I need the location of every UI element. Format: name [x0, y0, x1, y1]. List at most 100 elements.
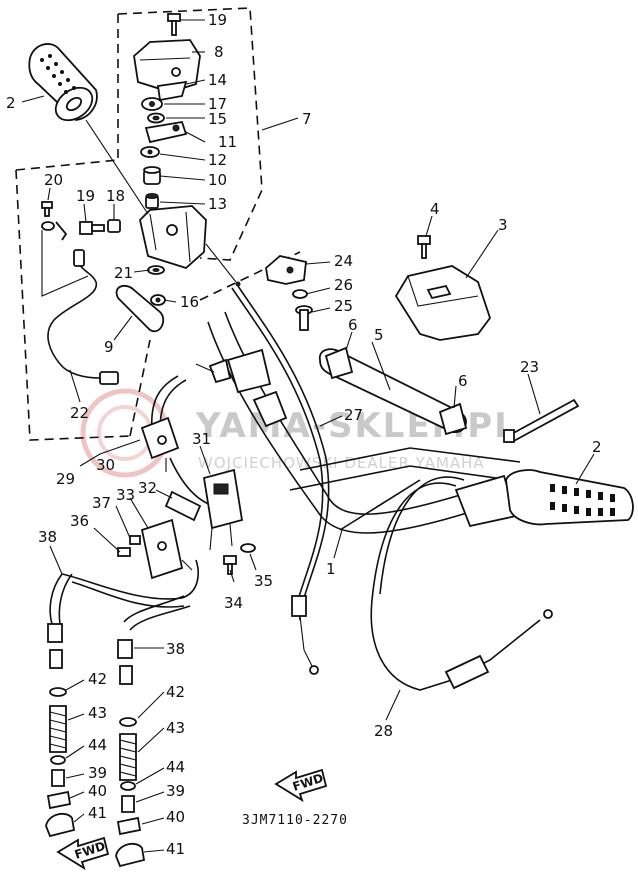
callout-14: 14 [208, 71, 227, 89]
callout-19-top: 19 [208, 11, 227, 29]
callout-44-right: 44 [166, 758, 185, 776]
stack-left [45, 687, 76, 838]
callout-3: 3 [498, 216, 508, 234]
screw-19 [167, 13, 181, 36]
callout-15: 15 [208, 110, 227, 128]
callout-39-right: 39 [166, 782, 185, 800]
callout-34: 34 [224, 594, 243, 612]
callout-24: 24 [334, 252, 353, 270]
callout-30: 30 [96, 456, 115, 474]
callout-13: 13 [208, 195, 227, 213]
callouts: 2 19 8 14 17 15 11 12 10 13 7 20 19 18 2… [6, 11, 602, 858]
callout-6-left: 6 [348, 316, 358, 334]
callout-4: 4 [430, 200, 440, 218]
throttle-grip-5 [318, 346, 468, 436]
washer-42-left [49, 687, 67, 697]
stack-right [115, 717, 146, 868]
screw-4 [417, 235, 431, 259]
callout-39-left: 39 [88, 764, 107, 782]
callout-17: 17 [208, 95, 227, 113]
callout-40-right: 40 [166, 808, 185, 826]
washer-35 [240, 543, 256, 553]
assembly-boundary-switch [15, 159, 301, 441]
bolt-25 [295, 305, 313, 331]
spring-39-right [121, 795, 135, 813]
callout-40-left: 40 [88, 782, 107, 800]
callout-43-right: 43 [166, 719, 185, 737]
connector-32 [164, 490, 202, 522]
clamp-20 [41, 221, 68, 241]
callout-31: 31 [192, 430, 211, 448]
leader-lines [21, 19, 595, 853]
bolt-23 [503, 398, 580, 444]
callout-41-left: 41 [88, 804, 107, 822]
callout-20: 20 [44, 171, 63, 189]
callout-8: 8 [214, 43, 224, 61]
washer-15 [147, 112, 165, 124]
callout-44-left: 44 [88, 736, 107, 754]
callout-41-right: 41 [166, 840, 185, 858]
spacer-10 [143, 166, 161, 185]
callout-26: 26 [334, 276, 353, 294]
callout-35: 35 [254, 572, 273, 590]
hose-38-right [117, 595, 191, 685]
nut-17 [141, 97, 163, 111]
diagram-code: 3JM7110-2270 [242, 813, 348, 828]
cable-27 [231, 285, 330, 675]
callout-38-right: 38 [166, 640, 185, 658]
callout-22: 22 [70, 404, 89, 422]
callout-32: 32 [138, 479, 157, 497]
washer-21 [147, 265, 165, 275]
switch-33 [140, 518, 193, 580]
fwd-arrow-left: FWD [56, 836, 110, 871]
washer-12 [140, 146, 160, 158]
callout-9: 9 [104, 338, 114, 356]
right-grip [454, 469, 634, 528]
fwd-arrow-right: FWD [274, 768, 328, 803]
callout-42-right: 42 [166, 683, 185, 701]
plate-14 [156, 80, 188, 102]
wire-22 [41, 230, 119, 385]
left-grip [28, 43, 98, 122]
callout-38-left: 38 [38, 528, 57, 546]
callout-27: 27 [344, 406, 363, 424]
callout-25: 25 [334, 297, 353, 315]
callout-2-right: 2 [592, 438, 602, 456]
callout-21: 21 [114, 264, 133, 282]
lever-holder [139, 205, 241, 287]
switch-housing-3 [394, 265, 492, 341]
callout-6-right: 6 [458, 372, 468, 390]
washer-44-left [50, 755, 66, 765]
lever-9 [115, 284, 165, 333]
right-lever-clamp [252, 390, 288, 428]
boot-41-left [45, 812, 76, 838]
cable-28 [370, 476, 553, 691]
callout-43-left: 43 [88, 704, 107, 722]
nut-16 [150, 294, 166, 306]
callout-37: 37 [92, 494, 111, 512]
callout-36: 36 [70, 512, 89, 530]
washer-26 [292, 289, 308, 299]
watermark-subtitle: WOJCIECHOWSKI DEALER YAMAHA [198, 454, 485, 472]
collar-13 [145, 193, 159, 209]
washer-42-right [119, 717, 137, 727]
switch-31 [202, 468, 244, 551]
cap-40-right [116, 816, 142, 836]
callout-12: 12 [208, 151, 227, 169]
callout-23: 23 [520, 358, 539, 376]
callout-7: 7 [302, 110, 312, 128]
screw-36 [117, 547, 131, 557]
callout-1: 1 [326, 560, 336, 578]
screw-34 [223, 555, 237, 575]
callout-2-left: 2 [6, 94, 16, 112]
boot-41-right [115, 842, 146, 868]
hose-38-left [47, 559, 199, 669]
spring-43-left [49, 705, 67, 753]
cap-40-left [46, 790, 72, 810]
washer-44-right [120, 781, 136, 791]
screw-37 [129, 535, 141, 545]
bracket-24 [265, 255, 307, 285]
spring-43-right [119, 733, 137, 781]
callout-16: 16 [180, 293, 199, 311]
